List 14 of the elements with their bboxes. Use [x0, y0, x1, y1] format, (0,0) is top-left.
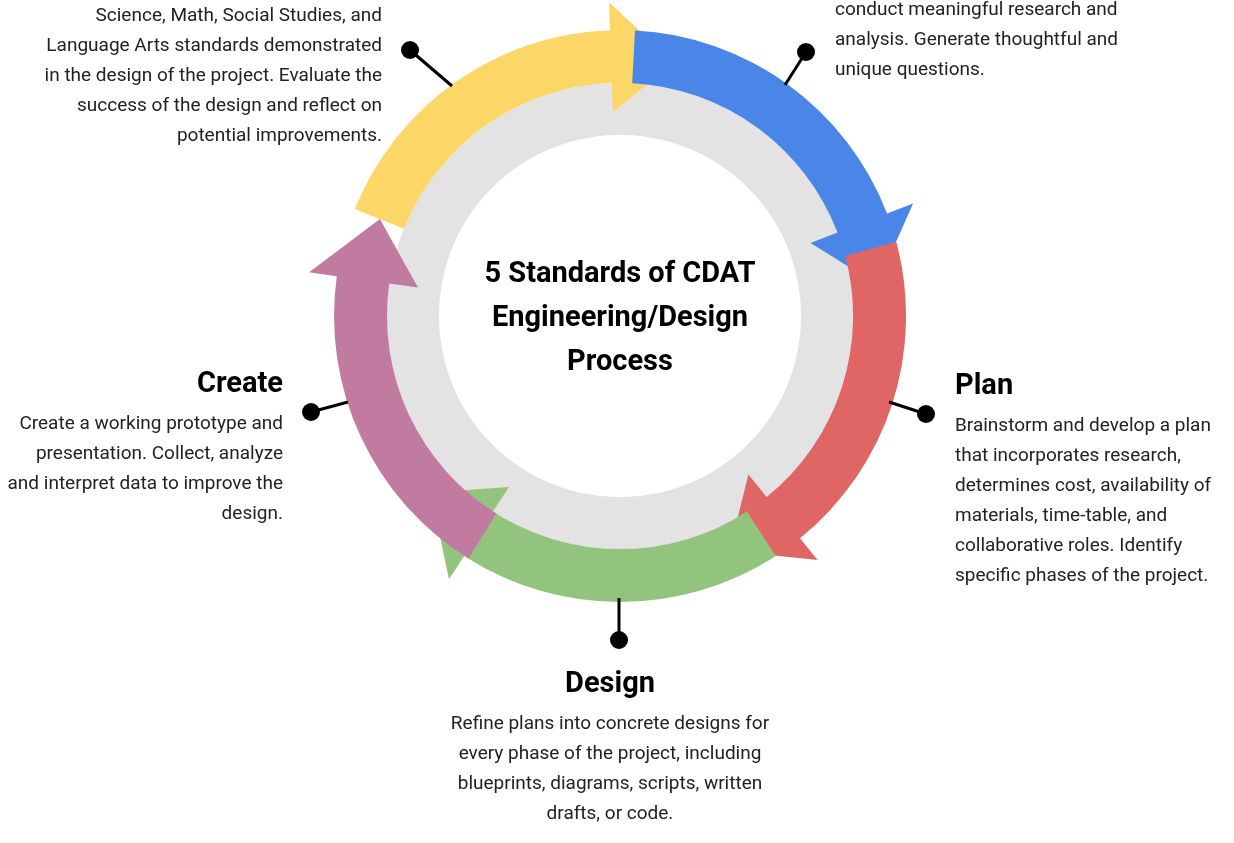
step-description: conduct meaningful research and analysis. Generate thoughtful and unique questions.: [835, 0, 1119, 82]
center-title: 5 Standards of CDAT Engineering/Design Process: [483, 254, 757, 379]
leader-line: [302, 400, 349, 421]
leader-line: [888, 400, 935, 423]
step-heading: Design: [564, 664, 656, 701]
step-description: Create a working prototype and presentation. Collect, analyze and interpret data to improve the design.: [6, 410, 283, 526]
leader-line: [401, 41, 453, 88]
leader-line: [783, 43, 815, 86]
step-heading: Plan: [955, 366, 1015, 403]
leader-line: [610, 598, 628, 649]
step-description: Brainstorm and develop a plan that incorporates research, determines cost, availability of materials, time-table, and collaborative roles. Identify specific phases of the project.: [955, 412, 1213, 588]
step-heading: Create: [196, 364, 283, 401]
step-description: Science, Math, Social Studies, and Language Arts standards demonstrated in the design of the project. Evaluate the success of the design and reflect on potential improvements.: [43, 2, 382, 148]
step-description: Refine plans into concrete designs for every phase of the project, including blueprints, diagrams, scripts, written drafts, or code.: [449, 710, 771, 826]
